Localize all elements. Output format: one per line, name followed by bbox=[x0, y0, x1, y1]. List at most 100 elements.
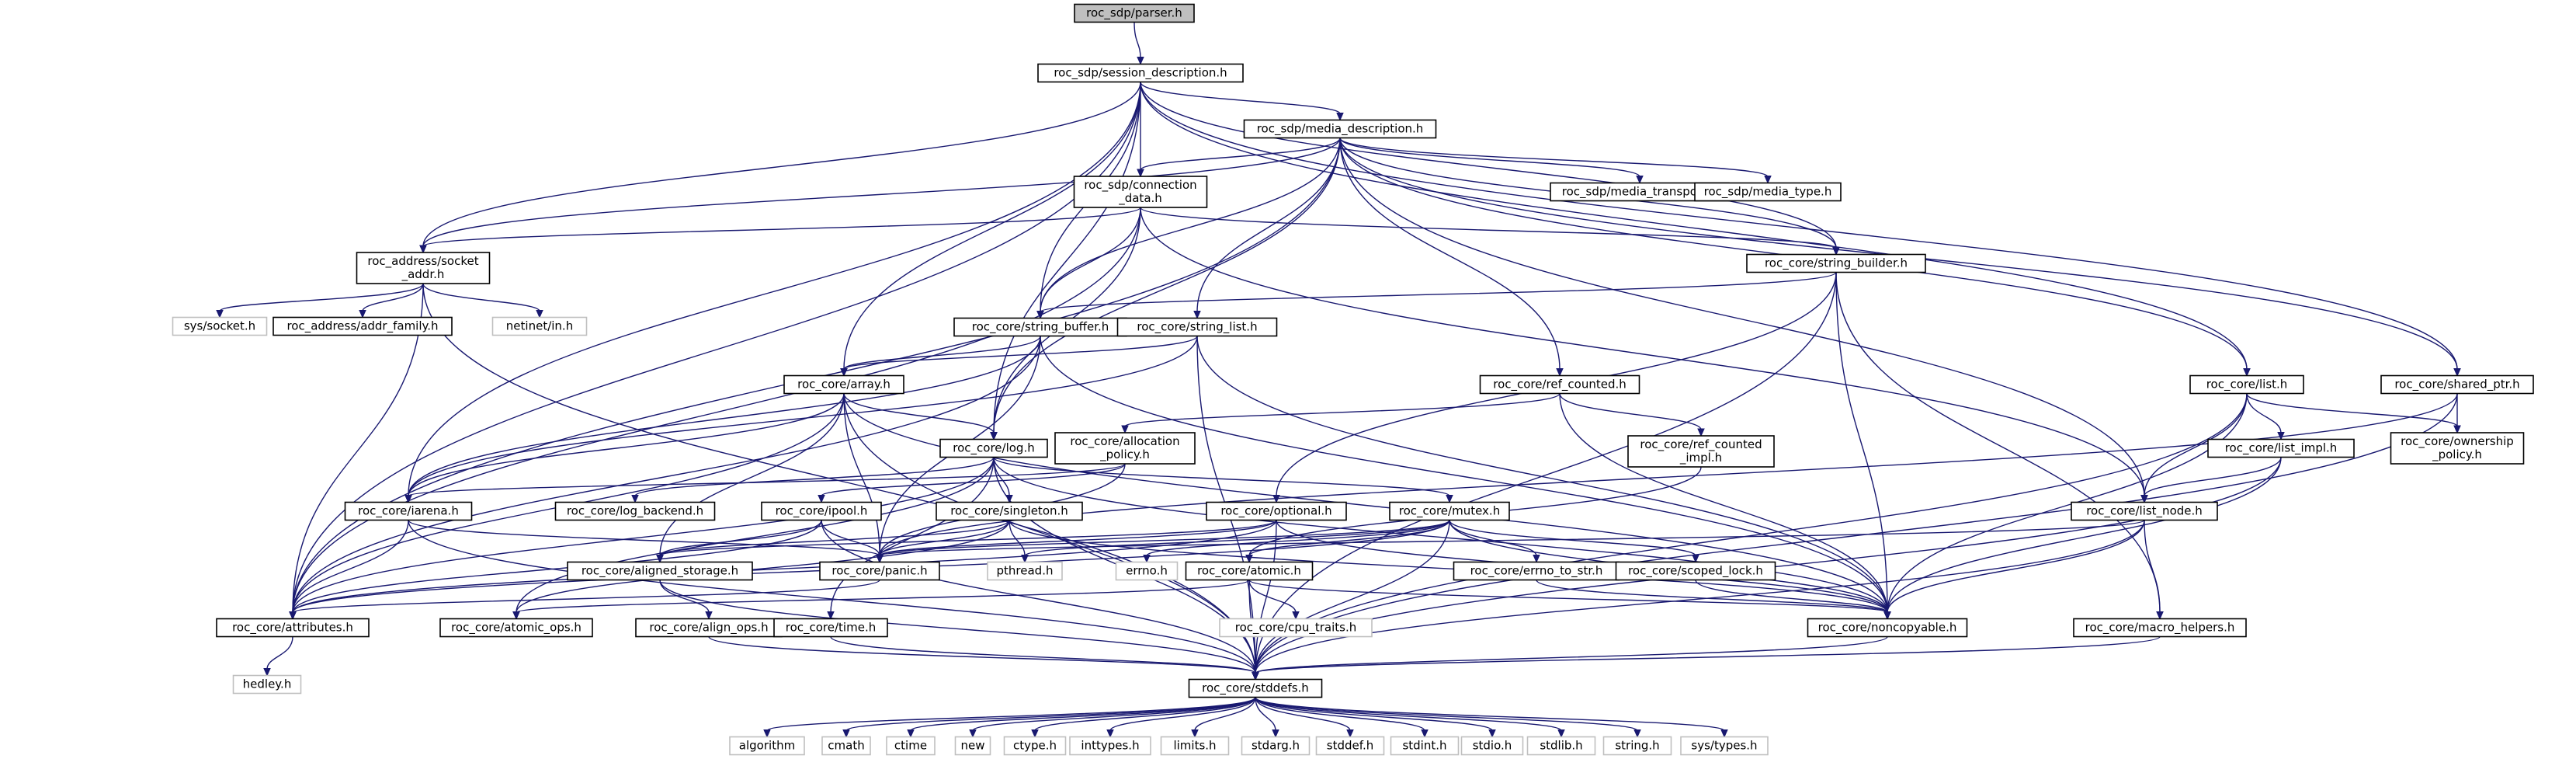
node-ownership[interactable]: roc_core/ownership_policy.h bbox=[2390, 432, 2525, 465]
node-label-sys_types: sys/types.h bbox=[1691, 739, 1757, 753]
edge-conn_data-to-string_buffer bbox=[1040, 207, 1141, 312]
node-new: new bbox=[954, 736, 991, 756]
node-label-allocation: roc_core/allocation bbox=[1070, 434, 1179, 449]
node-string_builder[interactable]: roc_core/string_builder.h bbox=[1746, 253, 1926, 273]
nodes-layer: roc_sdp/parser.h roc_sdp/session_descript… bbox=[172, 3, 2534, 756]
node-box-stddef bbox=[1315, 736, 1385, 756]
node-string_buffer[interactable]: roc_core/string_buffer.h bbox=[953, 317, 1127, 337]
arrowhead-stddefs-to-sys_types bbox=[1720, 729, 1728, 738]
arrowhead-parser-to-session bbox=[1137, 57, 1144, 65]
edge-atomic-to-noncopyable bbox=[1248, 579, 1888, 614]
node-mutex[interactable]: roc_core/mutex.h bbox=[1389, 501, 1510, 521]
node-box-addr_family bbox=[273, 316, 453, 336]
node-cmath: cmath bbox=[821, 736, 871, 756]
node-box-aligned_storage bbox=[567, 561, 753, 581]
edge-iarena-to-attributes bbox=[292, 520, 409, 613]
node-conn_data[interactable]: roc_sdp/connection_data.h bbox=[1073, 176, 1208, 208]
node-label-stdlib: stdlib.h bbox=[1540, 739, 1582, 753]
node-label-addr_family: roc_address/addr_family.h bbox=[286, 319, 438, 334]
node-atomic[interactable]: roc_core/atomic.h bbox=[1185, 561, 1314, 581]
node-box-ctime bbox=[886, 736, 936, 756]
node-box-macro_helpers bbox=[2073, 618, 2247, 638]
node-socket_addr[interactable]: roc_address/socket_addr.h bbox=[356, 252, 491, 284]
node-ref_counted_impl[interactable]: roc_core/ref_counted_impl.h bbox=[1627, 435, 1775, 468]
node-errno_to_str[interactable]: roc_core/errno_to_str.h bbox=[1453, 561, 1620, 581]
node-label-stdarg: stdarg.h bbox=[1252, 739, 1300, 753]
arrowhead-string_builder-to-string_buffer bbox=[1036, 311, 1044, 319]
edge-noncopyable-to-stddefs bbox=[1255, 635, 1888, 674]
edge-media_desc-to-ref_counted bbox=[1339, 138, 1561, 370]
node-box-cpu_traits bbox=[1219, 618, 1373, 638]
node-macro_helpers[interactable]: roc_core/macro_helpers.h bbox=[2073, 618, 2247, 638]
node-list_impl[interactable]: roc_core/list_impl.h bbox=[2207, 438, 2355, 458]
node-media_type[interactable]: roc_sdp/media_type.h bbox=[1694, 182, 1842, 202]
node-aligned_storage[interactable]: roc_core/aligned_storage.h bbox=[567, 561, 753, 581]
node-parser[interactable]: roc_sdp/parser.h bbox=[1074, 3, 1195, 23]
edge-list_node-to-noncopyable bbox=[1887, 520, 2145, 613]
edge-media_desc-to-socket_addr bbox=[422, 138, 1341, 247]
node-attributes[interactable]: roc_core/attributes.h bbox=[216, 618, 370, 638]
node-log_backend[interactable]: roc_core/log_backend.h bbox=[554, 501, 716, 521]
edge-stddefs-to-algorithm bbox=[766, 696, 1256, 732]
node-label-macro_helpers: roc_core/macro_helpers.h bbox=[2085, 621, 2235, 635]
node-allocation[interactable]: roc_core/allocation_policy.h bbox=[1054, 432, 1196, 465]
edge-array-to-log bbox=[843, 393, 995, 433]
node-label-ctype: ctype.h bbox=[1013, 739, 1057, 753]
node-box-array bbox=[783, 374, 904, 395]
arrowhead-stddefs-to-stddef bbox=[1346, 729, 1354, 738]
node-box-netinet bbox=[491, 316, 588, 336]
node-label-stdio: stdio.h bbox=[1473, 739, 1512, 753]
node-box-attributes bbox=[216, 618, 370, 638]
arrowhead-panic-to-attributes bbox=[289, 611, 297, 620]
node-session[interactable]: roc_sdp/session_description.h bbox=[1037, 63, 1244, 83]
node-label-stdint: stdint.h bbox=[1402, 739, 1446, 753]
arrowhead-noncopyable-to-stddefs bbox=[1252, 672, 1259, 681]
node-string_list[interactable]: roc_core/string_list.h bbox=[1116, 317, 1278, 337]
edge-singleton-to-pthread bbox=[1009, 520, 1026, 556]
edge-stddefs-to-cmath bbox=[845, 696, 1256, 732]
node-ref_counted[interactable]: roc_core/ref_counted.h bbox=[1479, 374, 1640, 395]
node-box-stddefs bbox=[1188, 678, 1323, 698]
node-media_desc[interactable]: roc_sdp/media_description.h bbox=[1243, 119, 1437, 139]
node-ctype: ctype.h bbox=[1003, 736, 1067, 756]
node-box-log bbox=[939, 438, 1048, 458]
edge-media_desc-to-media_transport bbox=[1339, 138, 1640, 178]
edge-parser-to-session bbox=[1134, 22, 1141, 58]
arrowhead-media_desc-to-conn_data bbox=[1137, 169, 1144, 178]
node-box-singleton bbox=[936, 501, 1083, 521]
node-stddefs[interactable]: roc_core/stddefs.h bbox=[1188, 678, 1323, 698]
node-atomic_ops[interactable]: roc_core/atomic_ops.h bbox=[439, 618, 593, 638]
node-iarena[interactable]: roc_core/iarena.h bbox=[344, 501, 473, 521]
edge-singleton-to-noncopyable bbox=[1009, 520, 1888, 613]
node-time[interactable]: roc_core/time.h bbox=[773, 618, 888, 638]
edge-list-to-ownership bbox=[2246, 393, 2458, 427]
node-hedley: hedley.h bbox=[232, 674, 302, 695]
node-box-string_builder bbox=[1746, 253, 1926, 273]
node-addr_family[interactable]: roc_address/addr_family.h bbox=[273, 316, 453, 336]
node-singleton[interactable]: roc_core/singleton.h bbox=[936, 501, 1083, 521]
node-scoped_lock[interactable]: roc_core/scoped_lock.h bbox=[1615, 561, 1776, 581]
node-label-hedley: hedley.h bbox=[243, 677, 292, 691]
node-list_node[interactable]: roc_core/list_node.h bbox=[2071, 501, 2218, 521]
edge-conn_data-to-list_node bbox=[1140, 207, 2145, 496]
node-label-media_transport: roc_sdp/media_transport.h bbox=[1562, 185, 1717, 200]
node-optional[interactable]: roc_core/optional.h bbox=[1206, 501, 1347, 521]
node-shared_ptr[interactable]: roc_core/shared_ptr.h bbox=[2380, 374, 2534, 395]
edge-aligned_storage-to-stddefs bbox=[659, 580, 1256, 674]
node-noncopyable[interactable]: roc_core/noncopyable.h bbox=[1807, 618, 1968, 638]
node-sys_types: sys/types.h bbox=[1680, 736, 1769, 756]
node-log[interactable]: roc_core/log.h bbox=[939, 438, 1048, 458]
node-label-log: roc_core/log.h bbox=[953, 441, 1034, 456]
node-array[interactable]: roc_core/array.h bbox=[783, 374, 904, 395]
node-list[interactable]: roc_core/list.h bbox=[2189, 374, 2304, 395]
node-label-singleton: roc_core/singleton.h bbox=[950, 504, 1068, 519]
edge-log-to-atomic_ops bbox=[516, 457, 995, 613]
edge-conn_data-to-attributes bbox=[292, 207, 1141, 613]
node-label-media_desc: roc_sdp/media_description.h bbox=[1257, 122, 1424, 137]
node-media_transport[interactable]: roc_sdp/media_transport.h bbox=[1550, 182, 1730, 202]
node-align_ops[interactable]: roc_core/align_ops.h bbox=[635, 618, 783, 638]
edge-stddefs-to-ctime bbox=[910, 696, 1256, 732]
node-panic[interactable]: roc_core/panic.h bbox=[819, 561, 940, 581]
node-ipool[interactable]: roc_core/ipool.h bbox=[761, 501, 882, 521]
